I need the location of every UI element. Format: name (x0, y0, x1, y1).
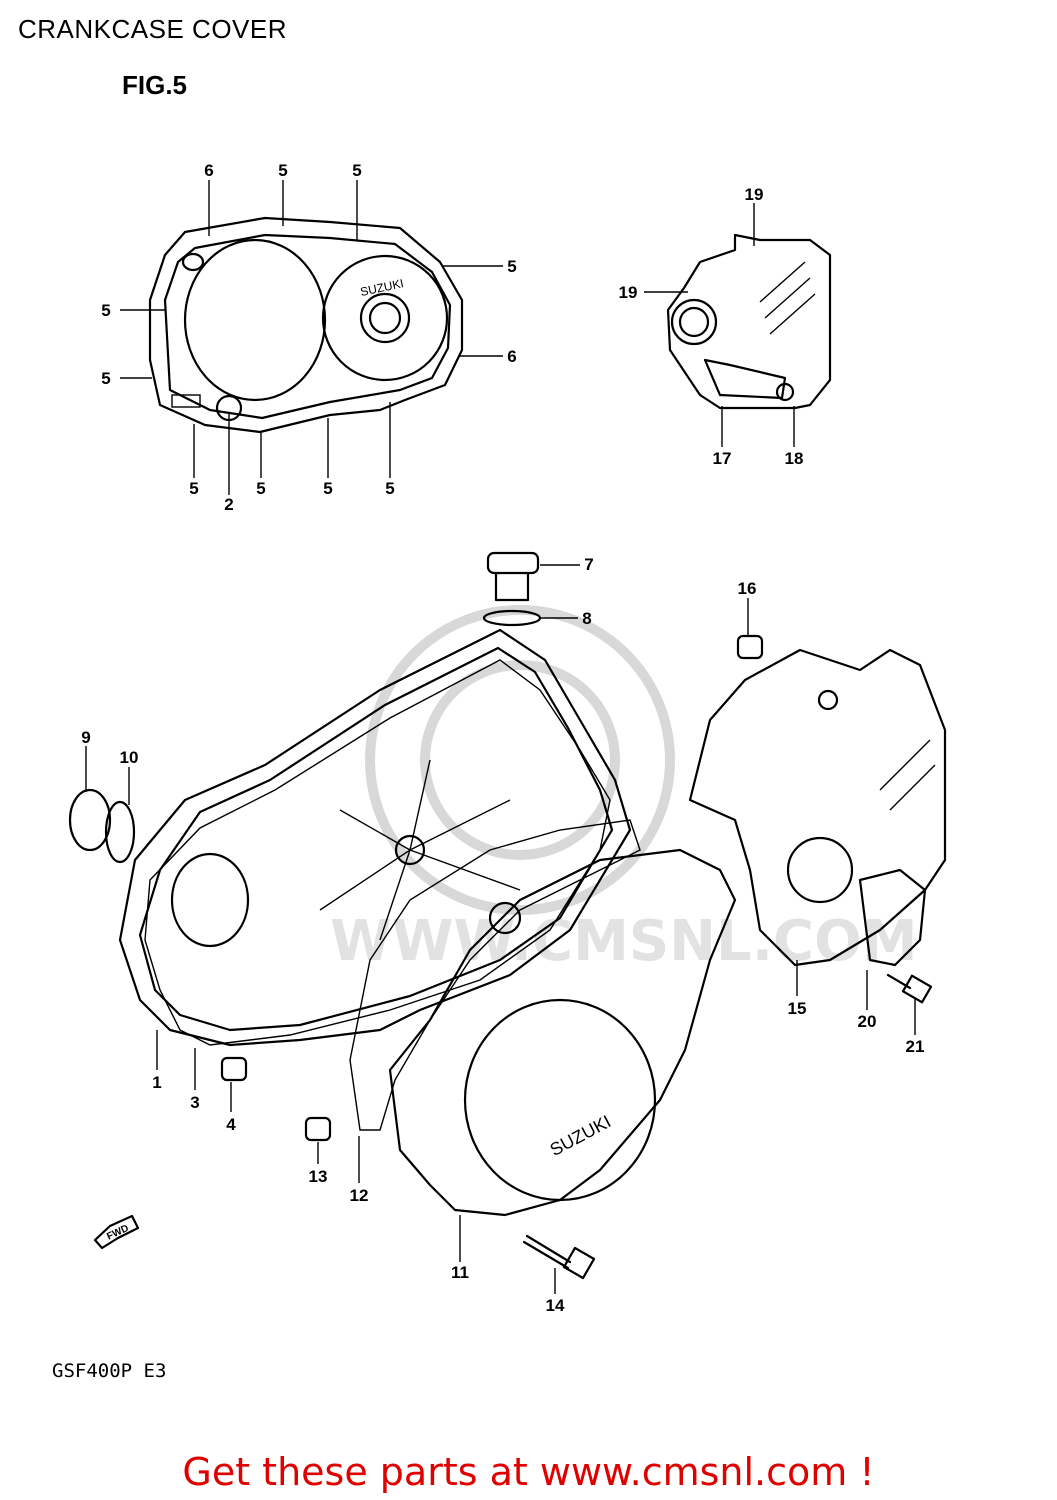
callout-11: 11 (451, 1263, 469, 1282)
starter-cover-part (688, 648, 947, 967)
callout-21: 21 (906, 1037, 925, 1056)
callout-16: 16 (738, 579, 757, 598)
callout-5: 5 (323, 479, 332, 498)
callout-15: 15 (788, 999, 807, 1018)
callout-6: 6 (507, 347, 516, 366)
callout-18: 18 (785, 449, 804, 468)
dowel-pins-part (220, 634, 764, 1142)
figure-label: FIG.5 (122, 70, 188, 100)
callout-13: 13 (309, 1167, 328, 1186)
callout-14: 14 (546, 1296, 565, 1315)
sprocket-cover-part (666, 233, 832, 410)
callout-1: 1 (152, 1073, 161, 1092)
callout-6: 6 (204, 161, 213, 180)
callout-5: 5 (256, 479, 265, 498)
generator-cover-part: SUZUKI (349, 819, 737, 1217)
callout-2: 2 (224, 495, 233, 514)
callout-3: 3 (190, 1093, 199, 1112)
model-code: GSF400P E3 (52, 1360, 167, 1382)
callout-5: 5 (507, 257, 516, 276)
callout-7: 7 (584, 555, 593, 574)
clutch-cover-brand: SUZUKI (359, 276, 405, 299)
callout-12: 12 (350, 1186, 369, 1205)
callout-19: 19 (619, 283, 638, 302)
callout-numbers: 6 5 5 5 5 6 5 5 2 5 5 5 19 19 17 18 7 8 … (81, 161, 924, 1315)
callout-17: 17 (713, 449, 732, 468)
crankcase-cover-part (118, 628, 632, 1047)
watermark-text: WWW.CMSNL.COM (330, 909, 917, 974)
callout-20: 20 (858, 1012, 877, 1031)
clutch-cover-part: SUZUKI (148, 216, 464, 434)
callout-5: 5 (101, 301, 110, 320)
callout-10: 10 (120, 748, 139, 767)
page-title: CRANKCASE COVER (18, 14, 287, 44)
oil-seal-part (68, 788, 136, 864)
generator-cover-brand: SUZUKI (547, 1111, 615, 1160)
leader-lines (85, 180, 916, 1294)
callout-19: 19 (745, 185, 764, 204)
callout-5: 5 (352, 161, 361, 180)
callout-5: 5 (278, 161, 287, 180)
bolts-part (522, 973, 933, 1280)
get-parts-link[interactable]: Get these parts at www.cmsnl.com ! (182, 1450, 875, 1494)
callout-5: 5 (385, 479, 394, 498)
callout-8: 8 (582, 609, 591, 628)
callout-4: 4 (226, 1115, 236, 1134)
cmsnl-watermark: WWW.CMSNL.COM (330, 605, 917, 974)
callout-9: 9 (81, 728, 90, 747)
forward-arrow: FWD (93, 1214, 140, 1250)
callout-5: 5 (101, 369, 110, 388)
callout-5: 5 (189, 479, 198, 498)
gasket-part (144, 659, 611, 1046)
